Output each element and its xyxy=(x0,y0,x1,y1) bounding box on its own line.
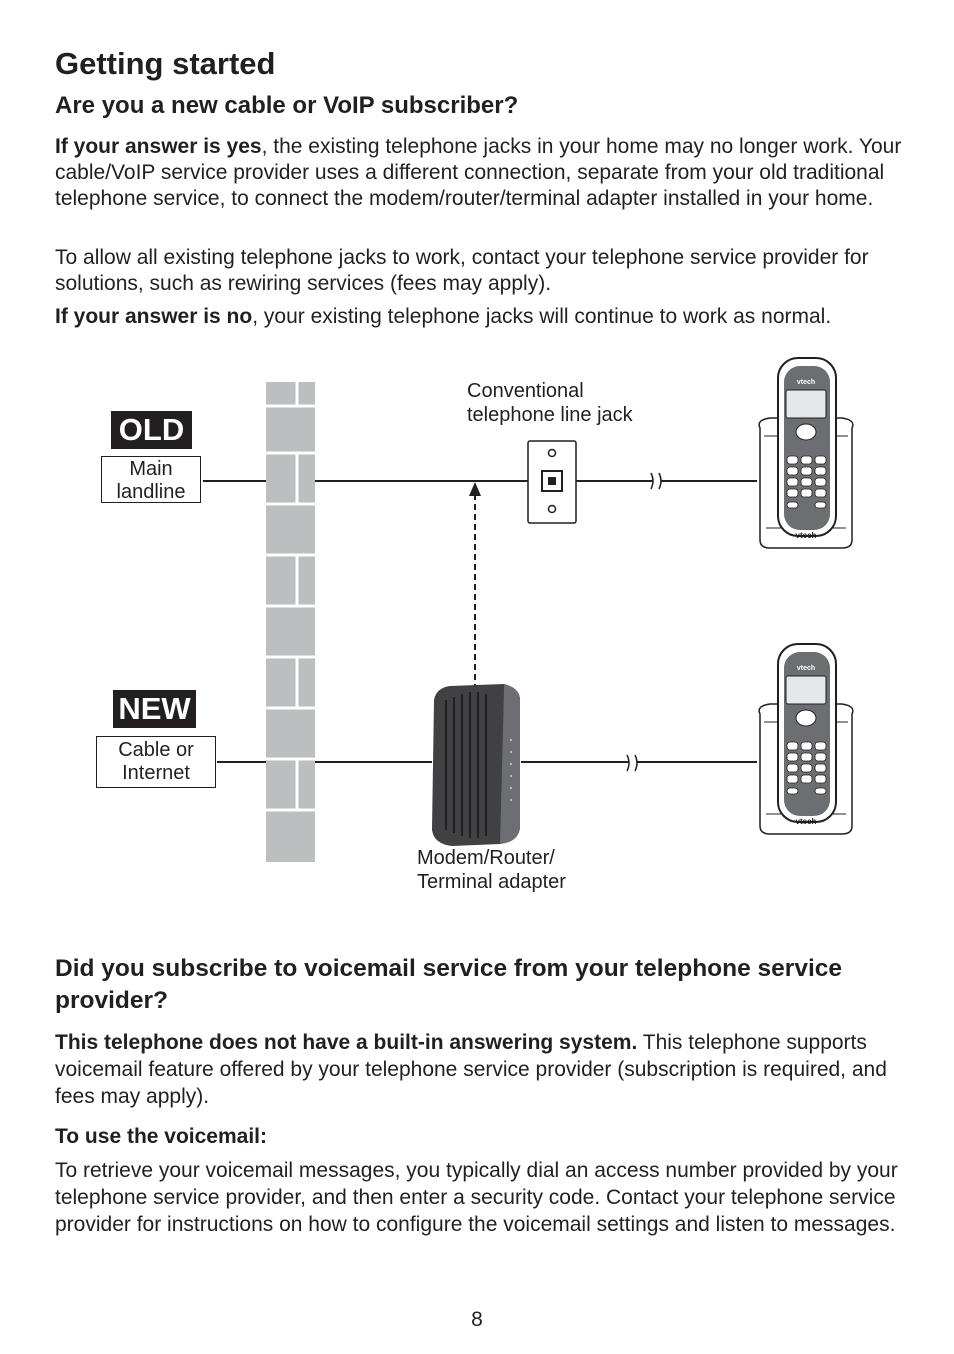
cordless-phone-new: vtech vtech xyxy=(758,643,854,835)
svg-text:vtech: vtech xyxy=(796,817,817,826)
svg-text:vtech: vtech xyxy=(797,379,815,386)
jack-label: Conventional telephone line jack xyxy=(467,380,633,426)
paragraph-no-answering: This telephone does not have a built-in … xyxy=(55,1029,915,1110)
yes-bold-lead: If your answer is yes xyxy=(55,135,262,158)
paragraph-retrieve-voicemail: To retrieve your voicemail messages, you… xyxy=(55,1159,898,1236)
page-title: Getting started xyxy=(55,46,276,81)
old-tag: OLD xyxy=(111,411,192,449)
yes-text: , the existing telephone jacks in your h… xyxy=(55,135,902,210)
main-landline-label: Main landline xyxy=(101,456,201,503)
connection-diagram: vtech vtech vtech vtech xyxy=(203,357,854,862)
no-answering-bold-lead: This telephone does not have a built-in … xyxy=(55,1031,638,1054)
no-bold-lead: If your answer is no xyxy=(55,305,253,328)
paragraph-allow-jacks: To allow all existing telephone jacks to… xyxy=(55,246,869,295)
cable-internet-label: Cable or Internet xyxy=(96,736,216,788)
new-tag: NEW xyxy=(113,690,196,728)
modem-label: Modem/Router/ Terminal adapter xyxy=(417,847,566,893)
dashed-connection-arrow xyxy=(469,482,481,690)
paragraph-yes: If your answer is yes, the existing tele… xyxy=(55,134,915,212)
no-text: , your existing telephone jacks will con… xyxy=(252,305,832,328)
cordless-phone-old: vtech vtech xyxy=(758,357,854,549)
page-number: 8 xyxy=(471,1308,483,1331)
modem-router-icon xyxy=(432,684,520,846)
section-heading-cable-voip: Are you a new cable or VoIP subscriber? xyxy=(55,92,519,119)
wall-illustration xyxy=(266,382,315,862)
svg-text:vtech: vtech xyxy=(796,531,817,540)
section-heading-voicemail: Did you subscribe to voicemail service f… xyxy=(55,955,843,1014)
paragraph-no: If your answer is no, your existing tele… xyxy=(55,304,915,330)
wall-jack-icon xyxy=(527,440,577,524)
svg-text:vtech: vtech xyxy=(797,665,815,672)
voicemail-subheading: To use the voicemail: xyxy=(55,1125,267,1148)
no-answering-text: This telephone supports voicemail featur… xyxy=(55,1031,887,1108)
